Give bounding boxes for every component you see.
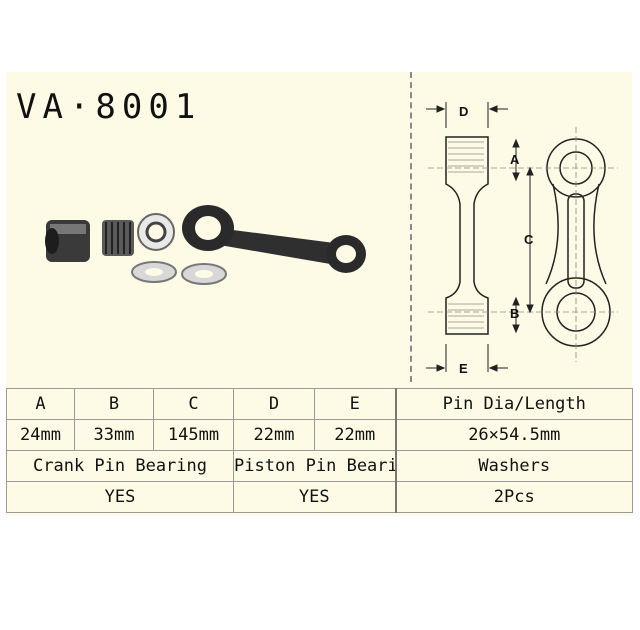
- dimension-label-a: A: [510, 152, 520, 167]
- spec-value-row: 24mm 33mm 145mm 22mm 22mm 26×54.5mm: [6, 419, 633, 451]
- section-divider: [410, 72, 412, 382]
- part-number-title: VA·8001: [16, 87, 202, 127]
- header-e: E: [314, 388, 396, 420]
- dimension-label-b: B: [510, 306, 519, 321]
- spec-header-row: A B C D E Pin Dia/Length: [6, 388, 633, 420]
- value-b: 33mm: [74, 419, 154, 451]
- product-sheet: VA·8001: [6, 72, 633, 516]
- piston-pin-bearing-label: Piston Pin Bearing: [233, 450, 396, 482]
- value-pin-dia: 26×54.5mm: [394, 419, 633, 451]
- washer-image: [131, 261, 227, 285]
- piston-pin-bearing-value: YES: [233, 481, 396, 513]
- header-pin-dia: Pin Dia/Length: [394, 388, 633, 420]
- value-d: 22mm: [233, 419, 315, 451]
- product-photo: [45, 205, 366, 285]
- dimension-label-d: D: [459, 104, 468, 119]
- crank-pin-bearing-label: Crank Pin Bearing: [6, 450, 234, 482]
- washers-value: 2Pcs: [394, 481, 633, 513]
- needle-bearing-image: [102, 220, 134, 256]
- header-a: A: [6, 388, 75, 420]
- crank-pin-image: [45, 220, 90, 262]
- dimension-label-e: E: [459, 361, 468, 376]
- dimension-label-c: C: [524, 232, 534, 247]
- washers-label: Washers: [394, 450, 633, 482]
- value-c: 145mm: [153, 419, 234, 451]
- spec-table: A B C D E Pin Dia/Length 24mm 33mm 145mm…: [6, 388, 633, 513]
- bearing-value-row: YES YES 2Pcs: [6, 481, 633, 513]
- bearing-header-row: Crank Pin Bearing Piston Pin Bearing Was…: [6, 450, 633, 482]
- value-a: 24mm: [6, 419, 75, 451]
- header-d: D: [233, 388, 315, 420]
- header-b: B: [74, 388, 154, 420]
- rod-side-profile: [445, 136, 489, 335]
- small-end-bearing-image: [137, 213, 175, 251]
- crank-pin-bearing-value: YES: [6, 481, 234, 513]
- header-c: C: [153, 388, 234, 420]
- dimension-drawing: D A C B E: [426, 102, 618, 376]
- value-e: 22mm: [314, 419, 396, 451]
- connecting-rod-image: [182, 205, 366, 273]
